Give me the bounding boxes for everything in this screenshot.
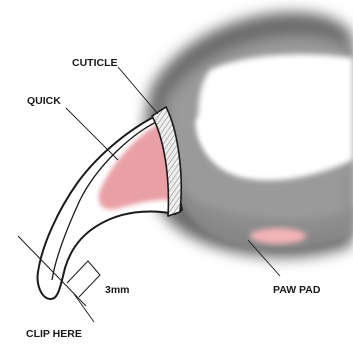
paw-pad — [250, 228, 306, 244]
label-paw-pad: PAW PAD — [273, 284, 321, 296]
label-clip-here: CLIP HERE — [26, 328, 82, 340]
label-measurement: 3mm — [105, 284, 130, 296]
quick-leader-line — [66, 108, 118, 160]
label-cuticle: CUTICLE — [72, 57, 118, 69]
label-quick: QUICK — [27, 95, 61, 107]
clip-here-leader-line — [74, 294, 94, 322]
